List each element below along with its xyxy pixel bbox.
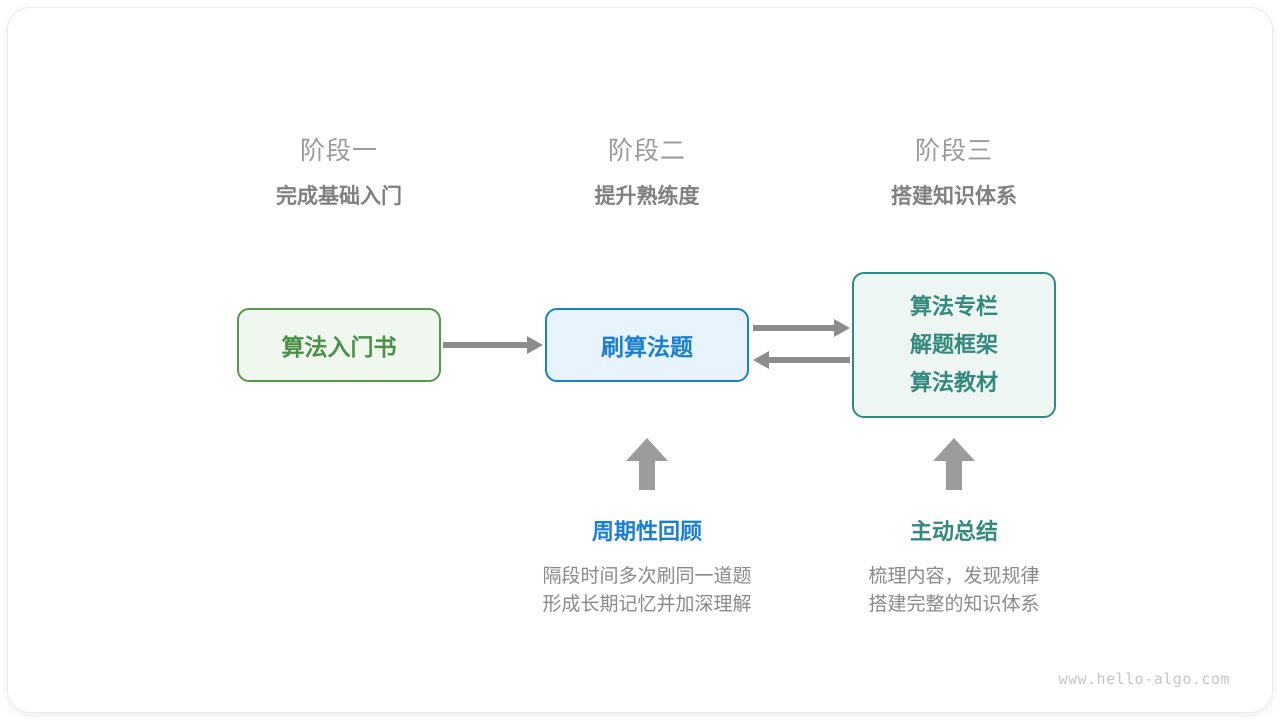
up-arrow-stem (946, 458, 962, 490)
up-arrow-review-icon (626, 438, 668, 490)
annotation-review-desc-line-2: 形成长期记忆并加深理解 (542, 594, 752, 615)
arrow-shaft (443, 342, 529, 348)
node-knowledge-resources: 算法专栏 解题框架 算法教材 (852, 272, 1056, 418)
annotation-review-desc-line-1: 隔段时间多次刷同一道题 (542, 566, 752, 587)
watermark: www.hello-algo.com (1058, 670, 1230, 688)
node-intro-book: 算法入门书 (237, 308, 441, 382)
annotation-review-title: 周期性回顾 (591, 519, 702, 544)
annotation-summary-desc-line-2: 搭建完整的知识体系 (868, 594, 1040, 615)
node-resources-line-1: 算法专栏 (909, 294, 998, 319)
arrow-shaft (767, 357, 850, 363)
node-resources-line-3: 算法教材 (909, 370, 998, 395)
node-intro-book-label: 算法入门书 (281, 334, 397, 360)
stage-1-subtitle: 完成基础入门 (276, 185, 402, 208)
up-arrow-summary-icon (933, 438, 975, 490)
annotation-periodic-review: 周期性回顾 隔段时间多次刷同一道题 形成长期记忆并加深理解 (487, 517, 807, 619)
up-arrow-tip (626, 438, 668, 461)
stage-3-name: 阶段三 (914, 137, 993, 165)
stage-2-name: 阶段二 (607, 137, 686, 165)
stage-3-subtitle: 搭建知识体系 (891, 185, 1017, 208)
stage-1-name: 阶段一 (299, 137, 378, 165)
arrow-head-right (834, 319, 850, 337)
up-arrow-tip (933, 438, 975, 461)
arrow-shaft (753, 325, 836, 331)
node-practice-problems-label: 刷算法题 (601, 334, 693, 360)
annotation-review-description: 隔段时间多次刷同一道题 形成长期记忆并加深理解 (487, 563, 807, 619)
arrow-book-to-practice-icon (443, 336, 543, 354)
arrow-practice-to-resources-icon (753, 319, 850, 337)
stage-header-1: 阶段一 完成基础入门 (209, 134, 469, 213)
stage-2-subtitle: 提升熟练度 (594, 185, 700, 208)
arrow-head-right (527, 336, 543, 354)
annotation-summary-desc-line-1: 梳理内容，发现规律 (868, 566, 1040, 587)
stage-header-3: 阶段三 搭建知识体系 (824, 134, 1084, 213)
annotation-active-summary: 主动总结 梳理内容，发现规律 搭建完整的知识体系 (794, 517, 1114, 619)
annotation-summary-description: 梳理内容，发现规律 搭建完整的知识体系 (794, 563, 1114, 619)
arrow-resources-to-practice-icon (753, 351, 850, 369)
node-practice-problems: 刷算法题 (545, 308, 749, 382)
up-arrow-stem (639, 458, 655, 490)
node-resources-line-2: 解题框架 (909, 332, 998, 357)
stage-header-2: 阶段二 提升熟练度 (517, 134, 777, 213)
annotation-summary-title: 主动总结 (909, 519, 998, 544)
diagram-card: 阶段一 完成基础入门 阶段二 提升熟练度 阶段三 搭建知识体系 算法入门书 刷算… (8, 8, 1272, 712)
arrow-head-left (753, 351, 769, 369)
